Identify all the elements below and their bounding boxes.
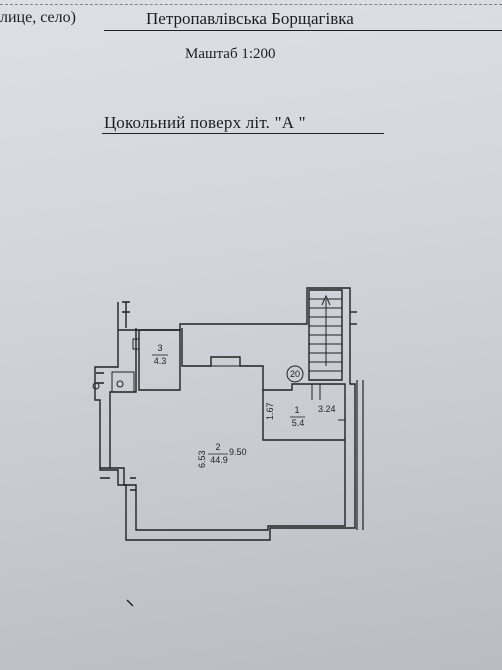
wall-tick [126,599,134,607]
wall-tick [130,477,136,491]
address-label: лице, село) [0,9,76,26]
window-opening [132,338,140,350]
dimension-label: 6.53 [197,450,207,468]
inner-wall [109,328,346,531]
wall-tick [122,301,130,328]
marker-circle [286,365,304,383]
room-number: 1 [294,405,299,415]
room-number: 2 [215,442,220,452]
outer-wall [94,287,356,541]
floor-title: Цокольний поверх літ. "А " [104,113,306,132]
utility-circle [92,382,100,390]
address-value: Петропавлівська Борщагівка [146,9,354,28]
room-number: 3 [157,343,162,353]
wall-tick [100,467,110,479]
scale-label: Маштаб 1:200 [185,46,276,62]
stair-arrow [321,294,331,366]
dimension-label: 3.24 [318,404,336,414]
utility-circle [116,380,124,388]
dimension-label: 1.67 [265,402,275,420]
window-opening [210,356,241,367]
torn-header-edge [0,0,502,5]
wall-tick [96,372,104,384]
marker-label: 20 [290,369,300,379]
utility-room [111,371,135,393]
dimension-label: 9.50 [229,447,247,457]
room-3-wall [138,329,181,391]
address-underline [104,30,502,31]
room-1-wall [262,390,345,441]
room-area: 4.3 [154,356,167,366]
stair-frame [308,289,343,381]
floor-title-underline [102,133,384,134]
room-area: 44.9 [210,455,228,465]
room-area: 5.4 [292,418,305,428]
